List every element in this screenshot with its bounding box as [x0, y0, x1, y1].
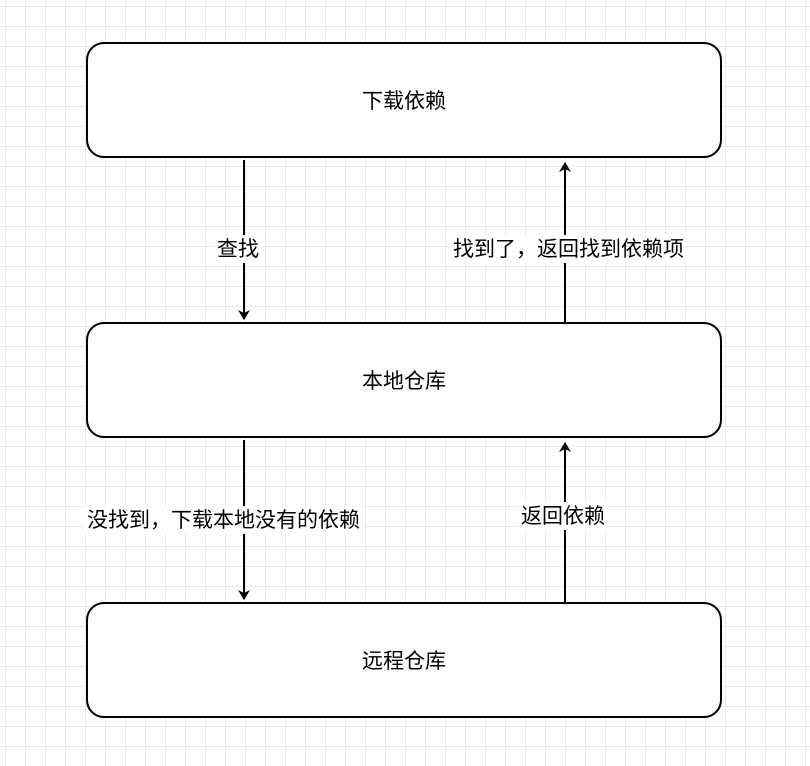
- edge-label-found-return: 找到了，返回找到依赖项: [451, 235, 686, 263]
- edge-label-return-deps: 返回依赖: [519, 502, 607, 530]
- edge-label-not-found-download: 没找到，下载本地没有的依赖: [85, 506, 362, 534]
- node-download-dependencies[interactable]: 下载依赖: [86, 42, 722, 158]
- node-local-repository[interactable]: 本地仓库: [86, 322, 722, 438]
- edge-label-lookup: 查找: [215, 235, 261, 263]
- node-download-label: 下载依赖: [362, 89, 446, 113]
- node-remote-repo-label: 远程仓库: [362, 649, 446, 673]
- node-local-repo-label: 本地仓库: [362, 369, 446, 393]
- node-remote-repository[interactable]: 远程仓库: [86, 602, 722, 718]
